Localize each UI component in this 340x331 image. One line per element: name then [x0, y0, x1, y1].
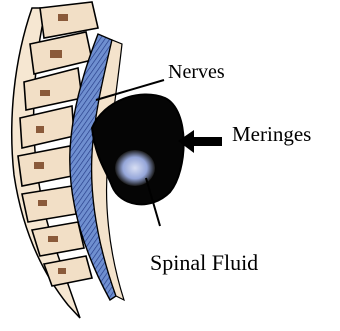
meringes-label: Meringes — [232, 124, 311, 145]
spinal-fluid-region — [115, 150, 155, 186]
vertebra — [40, 2, 98, 38]
meringes-arrow-icon — [178, 130, 222, 153]
nerves-label: Nerves — [168, 62, 225, 82]
spinal-fluid-label: Spinal Fluid — [150, 252, 258, 274]
